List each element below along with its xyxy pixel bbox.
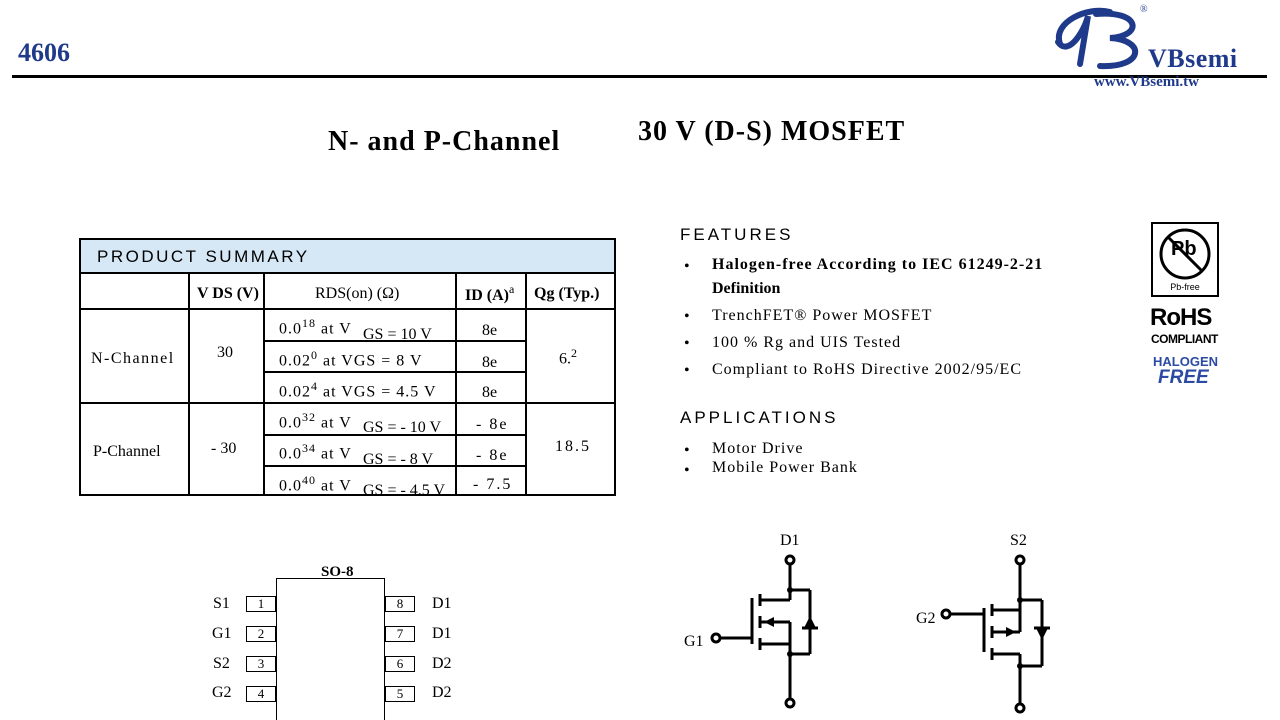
n-rdson-1: 0.018 at V xyxy=(279,316,352,338)
n-rdson-2: 0.020 at VGS = 8 V xyxy=(279,348,423,370)
brand-name: VBsemi xyxy=(1148,44,1238,73)
halogen-free-text: FREE xyxy=(1158,367,1209,388)
package-name: SO-8 xyxy=(321,564,354,580)
n-rdson-3: 0.024 at VGS = 4.5 V xyxy=(279,379,437,401)
pin-label-g2: G2 xyxy=(212,684,232,701)
p-rdson-3-cond: GS = - 4.5 V xyxy=(363,482,446,499)
pin-label-d1: D1 xyxy=(432,595,452,612)
applications-title: APPLICATIONS xyxy=(680,408,839,427)
col-qg: Qg (Typ.) xyxy=(534,285,600,302)
col-divider xyxy=(455,274,457,496)
n-gate-label: G1 xyxy=(684,633,704,650)
app-bullet: • xyxy=(684,442,690,459)
p-gate-label: G2 xyxy=(916,610,936,627)
n-drain-label: D1 xyxy=(780,532,800,549)
n-qg: 6.2 xyxy=(559,346,577,368)
p-mosfet-symbol-icon xyxy=(940,554,1050,714)
feature-item-tested: 100 % Rg and UIS Tested xyxy=(712,334,902,351)
row-divider xyxy=(263,434,525,436)
feature-item-halogen-cont: Definition xyxy=(712,280,781,297)
col-divider xyxy=(188,274,190,496)
p-channel-label: P-Channel xyxy=(93,443,161,460)
app-bullet: • xyxy=(684,462,690,479)
features-title: FEATURES xyxy=(680,225,794,244)
n-id-3: 8e xyxy=(482,384,498,401)
p-id-1: - 8e xyxy=(476,416,509,433)
pin-label-s2: S2 xyxy=(213,655,230,672)
feature-bullet: • xyxy=(684,308,690,325)
pin-3: 3 xyxy=(246,656,276,672)
feature-item-rohs: Compliant to RoHS Directive 2002/95/EC xyxy=(712,361,1022,378)
pin-1: 1 xyxy=(246,596,276,612)
pin-4: 4 xyxy=(246,686,276,702)
p-rdson-3: 0.040 at V xyxy=(279,473,352,495)
pin-label-d2: D2 xyxy=(432,655,452,672)
n-mosfet-symbol-icon xyxy=(710,554,818,709)
pb-free-text: Pb-free xyxy=(1170,282,1200,292)
application-item-powerbank: Mobile Power Bank xyxy=(712,459,858,476)
row-divider xyxy=(263,340,525,342)
summary-header: PRODUCT SUMMARY xyxy=(81,240,614,274)
col-id: ID (A) xyxy=(465,287,509,304)
row-divider xyxy=(81,308,614,310)
pin-label-d2: D2 xyxy=(432,684,452,701)
pin-label-g1: G1 xyxy=(212,625,232,642)
registered-mark: ® xyxy=(1140,4,1148,15)
pin-8: 8 xyxy=(385,596,415,612)
n-rdson-1-cond: GS = 10 V xyxy=(363,326,432,343)
application-item-motor: Motor Drive xyxy=(712,440,804,457)
package-body xyxy=(276,578,385,720)
vbsemi-logo-icon xyxy=(1055,7,1139,70)
p-source-label: S2 xyxy=(1010,532,1027,549)
p-channel-vds: - 30 xyxy=(211,440,237,457)
row-divider xyxy=(263,371,525,373)
pin-5: 5 xyxy=(385,686,415,702)
product-summary-table: PRODUCT SUMMARY V DS (V) RDS(on) (Ω) ID … xyxy=(79,238,616,499)
n-channel-label: N-Channel xyxy=(91,350,175,367)
feature-bullet: • xyxy=(684,258,690,275)
pin-label-d1: D1 xyxy=(432,625,452,642)
feature-item-trenchfet: TrenchFET® Power MOSFET xyxy=(712,307,933,324)
brand-url: www.VBsemi.tw xyxy=(1094,74,1199,90)
pb-free-icon xyxy=(1159,228,1211,280)
title-rating: 30 V (D-S) MOSFET xyxy=(638,116,906,147)
pb-symbol: Pb xyxy=(1171,238,1197,260)
part-number: 4606 xyxy=(18,38,70,67)
col-vds: V DS (V) xyxy=(197,285,259,302)
pin-7: 7 xyxy=(385,626,415,642)
halogen-text: HALOGEN xyxy=(1153,354,1218,369)
rohs-compliant-text: COMPLIANT xyxy=(1151,332,1218,346)
p-rdson-1: 0.032 at V xyxy=(279,410,352,432)
n-id-2: 8e xyxy=(482,354,498,371)
title-channel: N- and P-Channel xyxy=(328,126,561,157)
pin-6: 6 xyxy=(385,656,415,672)
feature-bullet: • xyxy=(684,335,690,352)
p-id-3: - 7.5 xyxy=(473,476,513,493)
col-divider xyxy=(525,274,527,496)
rohs-text: RoHS xyxy=(1150,304,1212,331)
feature-item-halogen: Halogen-free According to IEC 61249-2-21 xyxy=(712,256,1044,273)
row-divider xyxy=(263,465,525,467)
p-rdson-1-cond: GS = - 10 V xyxy=(363,419,442,436)
header-rule xyxy=(12,75,1267,78)
pin-label-s1: S1 xyxy=(213,595,230,612)
summary-title: PRODUCT SUMMARY xyxy=(97,247,310,266)
pin-2: 2 xyxy=(246,626,276,642)
row-divider xyxy=(81,402,614,404)
p-rdson-2-cond: GS = - 8 V xyxy=(363,451,434,468)
pb-free-badge: Pb Pb-free xyxy=(1151,222,1219,297)
n-id-1: 8e xyxy=(482,322,498,339)
col-id-note: a xyxy=(509,282,515,296)
p-qg: 18.5 xyxy=(555,438,591,455)
p-rdson-2: 0.034 at V xyxy=(279,441,352,463)
col-divider xyxy=(263,274,265,496)
n-channel-vds: 30 xyxy=(217,344,233,361)
col-rdson: RDS(on) (Ω) xyxy=(315,285,400,302)
p-id-2: - 8e xyxy=(476,447,509,464)
feature-bullet: • xyxy=(684,362,690,379)
